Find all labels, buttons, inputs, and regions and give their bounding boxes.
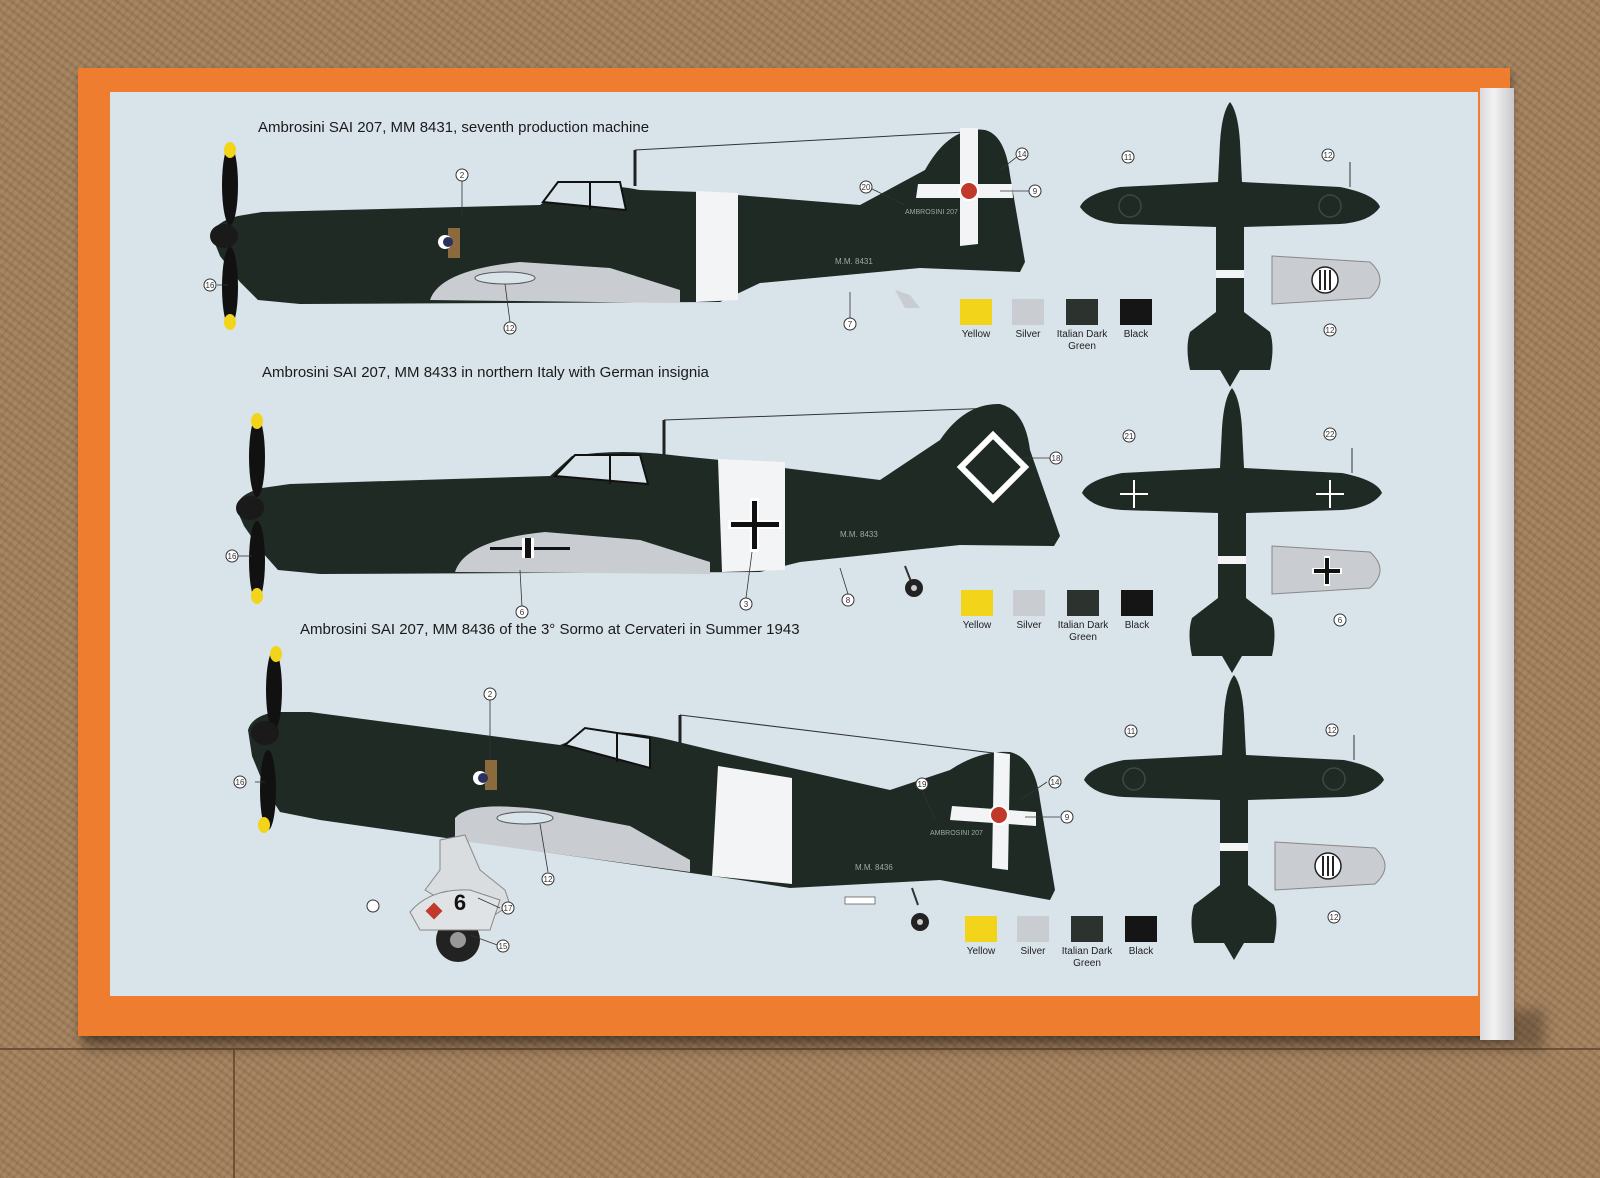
svg-text:2: 2 [460,171,465,180]
swatch-label: Italian Dark Green [1061,946,1113,969]
svg-text:12: 12 [1330,913,1339,922]
swatch-italian-dark-green [1071,916,1103,942]
svg-text:11: 11 [1127,727,1136,736]
profile-1-caption: Ambrosini SAI 207, MM 8431, seventh prod… [258,119,650,136]
svg-text:16: 16 [228,552,237,561]
floor-seam [0,1048,1600,1050]
svg-text:14: 14 [1018,150,1027,159]
svg-text:19: 19 [918,780,927,789]
svg-text:12: 12 [506,324,515,333]
svg-text:12: 12 [1324,151,1333,160]
svg-text:AMBROSINI 207: AMBROSINI 207 [905,209,958,216]
svg-text:M.M. 8431: M.M. 8431 [835,257,873,266]
top-view-3 [1084,675,1384,960]
swatch-label: Yellow [961,329,991,340]
swatch-label: Italian Dark Green [1056,329,1108,352]
svg-text:22: 22 [1326,430,1335,439]
swatch-label: Black [1124,620,1150,631]
swatch-yellow [961,590,993,616]
profile-2-caption: Ambrosini SAI 207, MM 8433 in northern I… [262,364,709,381]
top-view-1 [1080,102,1380,387]
floor-seam [233,1048,235,1178]
svg-text:6: 6 [520,608,525,617]
swatch-black [1120,299,1152,325]
profile-2-side-view: M.M. 8433 16 6 3 8 18 [225,403,1063,619]
svg-text:8: 8 [846,596,851,605]
svg-text:M.M. 8436: M.M. 8436 [855,863,893,872]
swatch-label: Black [1128,946,1154,957]
svg-text:14: 14 [1051,778,1060,787]
svg-text:12: 12 [1328,726,1337,735]
svg-text:21: 21 [1125,432,1134,441]
svg-text:15: 15 [499,942,508,951]
swatch-label: Black [1123,329,1149,340]
swatch-silver [1012,299,1044,325]
swatch-label: Yellow [966,946,996,957]
svg-text:12: 12 [1326,326,1335,335]
swatch-label: Silver [1020,946,1046,957]
svg-text:M.M. 8433: M.M. 8433 [840,530,878,539]
kit-box-side [1480,88,1514,1040]
swatch-silver [1013,590,1045,616]
svg-text:AMBROSINI 207: AMBROSINI 207 [930,830,983,837]
swatch-yellow [965,916,997,942]
svg-text:2: 2 [488,690,493,699]
swatch-label: Silver [1015,329,1041,340]
profile-3-caption: Ambrosini SAI 207, MM 8436 of the 3° Sor… [300,621,800,638]
svg-text:7: 7 [848,320,853,329]
swatch-black [1121,590,1153,616]
profile-3-side-view: 6 M.M. 8436 AMBROSINI 207 2 16 12 17 [233,646,1074,962]
top-view-2 [1082,388,1382,673]
swatch-label: Yellow [962,620,992,631]
svg-text:17: 17 [504,904,513,913]
swatch-italian-dark-green [1066,299,1098,325]
swatch-silver [1017,916,1049,942]
svg-text:20: 20 [862,183,871,192]
profile-1-side-view: M.M. 8431 AMBROSINI 207 2 12 16 7 20 14 … [203,128,1042,335]
svg-text:18: 18 [1052,454,1061,463]
svg-text:11: 11 [1124,153,1133,162]
svg-text:3: 3 [744,600,749,609]
swatch-black [1125,916,1157,942]
svg-text:9: 9 [1065,813,1070,822]
swatch-yellow [960,299,992,325]
swatch-label: Italian Dark Green [1057,620,1109,643]
svg-text:6: 6 [1338,616,1343,625]
svg-text:9: 9 [1033,187,1038,196]
svg-text:16: 16 [206,281,215,290]
svg-text:16: 16 [236,778,245,787]
swatch-italian-dark-green [1067,590,1099,616]
swatch-label: Silver [1016,620,1042,631]
code-number: 6 [454,890,466,915]
svg-text:12: 12 [544,875,553,884]
